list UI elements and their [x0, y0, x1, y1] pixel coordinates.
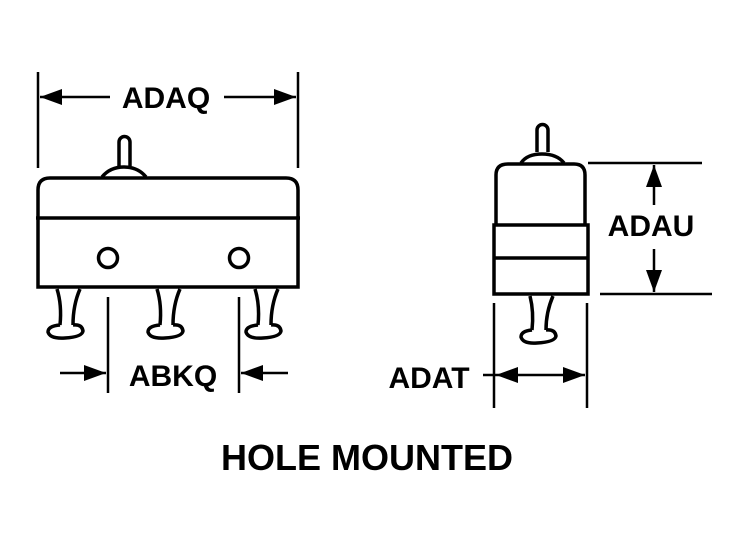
dimension-adaq: ADAQ [36, 72, 300, 168]
caption: HOLE MOUNTED [221, 437, 513, 478]
dimension-adau: ADAU [588, 161, 712, 296]
label-adat: ADAT [388, 362, 469, 395]
dimension-adat: ADAT [388, 303, 589, 408]
terminals [46, 288, 283, 340]
dimension-abkq: ABKQ [60, 297, 288, 393]
side-view [492, 122, 590, 345]
mounting-hole-left [96, 246, 120, 270]
switch-cover-side [494, 162, 587, 225]
label-adaq: ADAQ [122, 82, 210, 115]
front-view [36, 134, 300, 340]
toggle-actuator-side [535, 122, 550, 152]
actuator-base [100, 165, 148, 179]
toggle-actuator [117, 134, 132, 166]
terminal-side [519, 295, 558, 345]
mounting-hole-right [227, 246, 251, 270]
switch-body-side [492, 223, 590, 296]
label-adau: ADAU [608, 210, 695, 243]
switch-cover [36, 176, 300, 218]
actuator-base-side [519, 152, 566, 165]
label-abkq: ABKQ [129, 360, 217, 393]
switch-body [36, 216, 300, 289]
